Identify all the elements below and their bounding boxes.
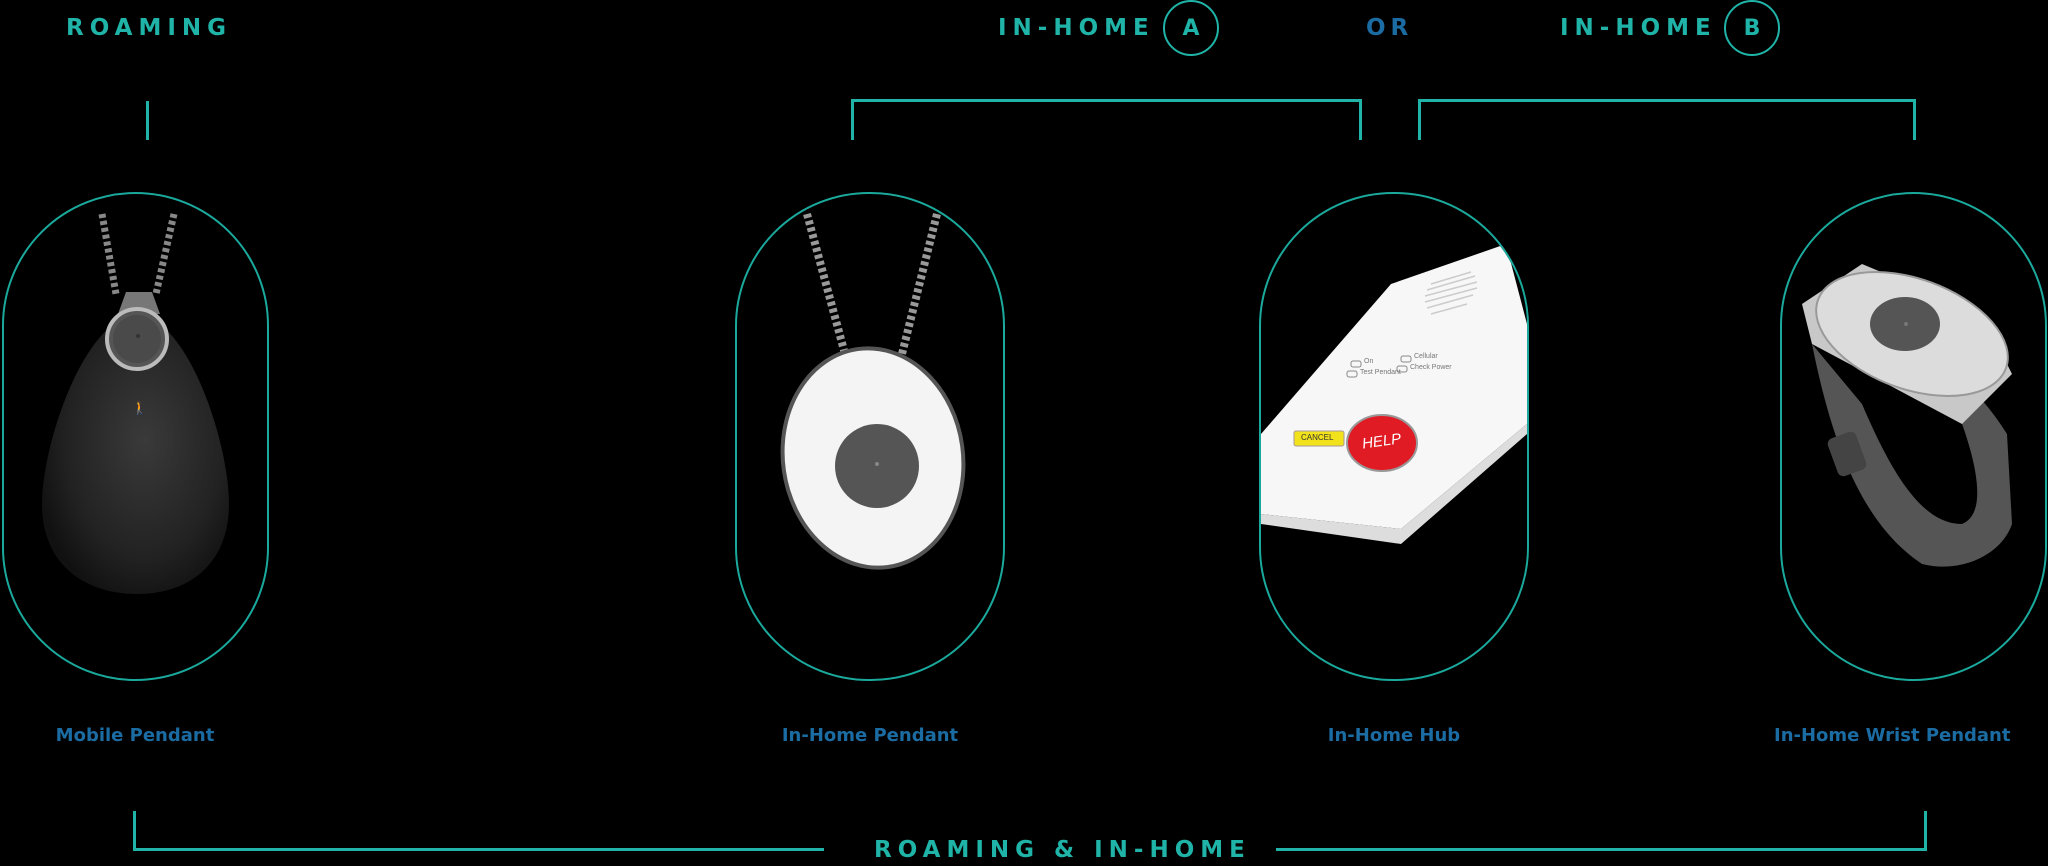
- bottom-bracket-right: [1924, 811, 1927, 851]
- bracket-b-right: [1913, 99, 1916, 140]
- device-label-wrist-pendant: In-Home Wrist Pendant: [1774, 725, 2011, 746]
- bracket-b-top: [1418, 99, 1916, 102]
- wrist-pendant-frame: [1780, 192, 2047, 681]
- hub-indicator-test-pendant: Test Pendant: [1360, 369, 1401, 376]
- roaming-heading: ROAMING: [66, 15, 233, 41]
- hub-indicator-on: On: [1364, 358, 1374, 365]
- mobile-pendant-frame: 🚶: [2, 192, 269, 681]
- option-b-badge: B: [1724, 0, 1780, 56]
- bracket-b-left: [1418, 99, 1421, 140]
- bottom-bracket-left: [133, 811, 136, 851]
- device-label-in-home-hub: In-Home Hub: [1327, 725, 1461, 746]
- bracket-a-left: [851, 99, 854, 140]
- in-home-a-heading: IN-HOME: [998, 15, 1155, 41]
- white-oval-pendant-icon: [780, 212, 966, 570]
- wrist-band-pendant-icon: [1802, 264, 2012, 567]
- in-home-pendant-frame: [735, 192, 1005, 681]
- white-base-station-icon: On Cellular Test Pendant Check Power CAN…: [1261, 194, 1527, 679]
- device-label-mobile-pendant: Mobile Pendant: [55, 725, 215, 746]
- device-label-in-home-pendant: In-Home Pendant: [781, 725, 959, 746]
- or-separator: OR: [1366, 15, 1414, 41]
- option-a-badge: A: [1163, 0, 1219, 56]
- bracket-a-right: [1359, 99, 1362, 140]
- hub-indicator-cellular: Cellular: [1414, 353, 1438, 360]
- hub-cancel-button: CANCEL: [1301, 433, 1334, 442]
- bottom-bracket-left-line: [133, 848, 824, 851]
- bottom-bracket-right-line: [1276, 848, 1927, 851]
- in-home-b-heading: IN-HOME: [1560, 15, 1717, 41]
- roaming-connector-line: [146, 101, 149, 140]
- roaming-in-home-heading: ROAMING & IN-HOME: [874, 837, 1251, 863]
- black-teardrop-pendant-icon: 🚶: [42, 213, 229, 594]
- svg-text:🚶: 🚶: [132, 401, 147, 415]
- hub-indicator-check-power: Check Power: [1410, 364, 1452, 371]
- in-home-hub-frame: On Cellular Test Pendant Check Power CAN…: [1259, 192, 1529, 681]
- bracket-a-top: [851, 99, 1362, 102]
